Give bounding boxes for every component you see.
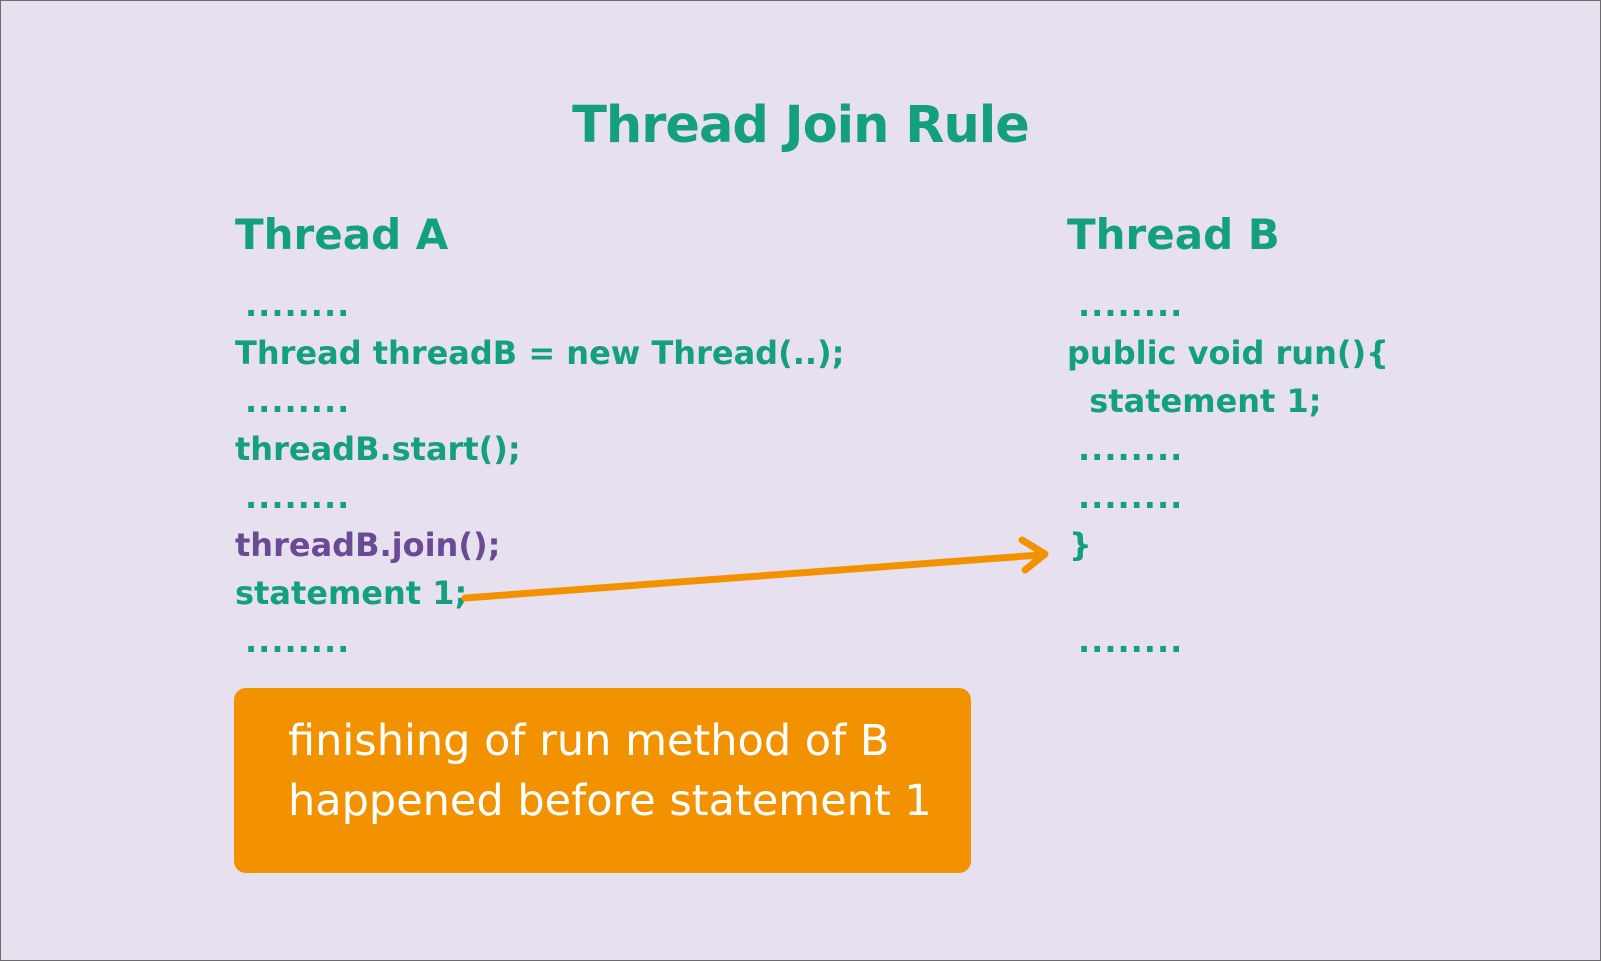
thread-a-ellipsis: ........ xyxy=(245,382,351,420)
thread-a-ellipsis: ........ xyxy=(245,286,351,324)
thread-a-create-line: Thread threadB = new Thread(..); xyxy=(235,334,845,372)
thread-a-join-line: threadB.join(); xyxy=(235,526,501,564)
happens-before-note: finishing of run method of B happened be… xyxy=(234,688,971,873)
thread-b-run-signature: public void run(){ xyxy=(1067,334,1389,372)
note-line-1: finishing of run method of B xyxy=(288,716,890,766)
thread-b-ellipsis: ........ xyxy=(1078,286,1184,324)
arrow-head-icon xyxy=(1018,536,1049,574)
arrow-shaft xyxy=(461,551,1044,602)
thread-b-ellipsis: ........ xyxy=(1078,622,1184,660)
thread-b-heading: Thread B xyxy=(1067,210,1280,259)
thread-a-ellipsis: ........ xyxy=(245,622,351,660)
thread-b-closing-brace: } xyxy=(1069,526,1092,564)
thread-b-ellipsis: ........ xyxy=(1078,430,1184,468)
thread-b-statement-line: statement 1; xyxy=(1067,382,1322,420)
thread-a-ellipsis: ........ xyxy=(245,478,351,516)
thread-a-start-line: threadB.start(); xyxy=(235,430,521,468)
diagram-title: Thread Join Rule xyxy=(572,96,1030,155)
thread-a-statement-line: statement 1; xyxy=(235,574,468,612)
thread-b-ellipsis: ........ xyxy=(1078,478,1184,516)
note-line-2: happened before statement 1 xyxy=(288,776,932,826)
thread-a-heading: Thread A xyxy=(235,210,449,259)
